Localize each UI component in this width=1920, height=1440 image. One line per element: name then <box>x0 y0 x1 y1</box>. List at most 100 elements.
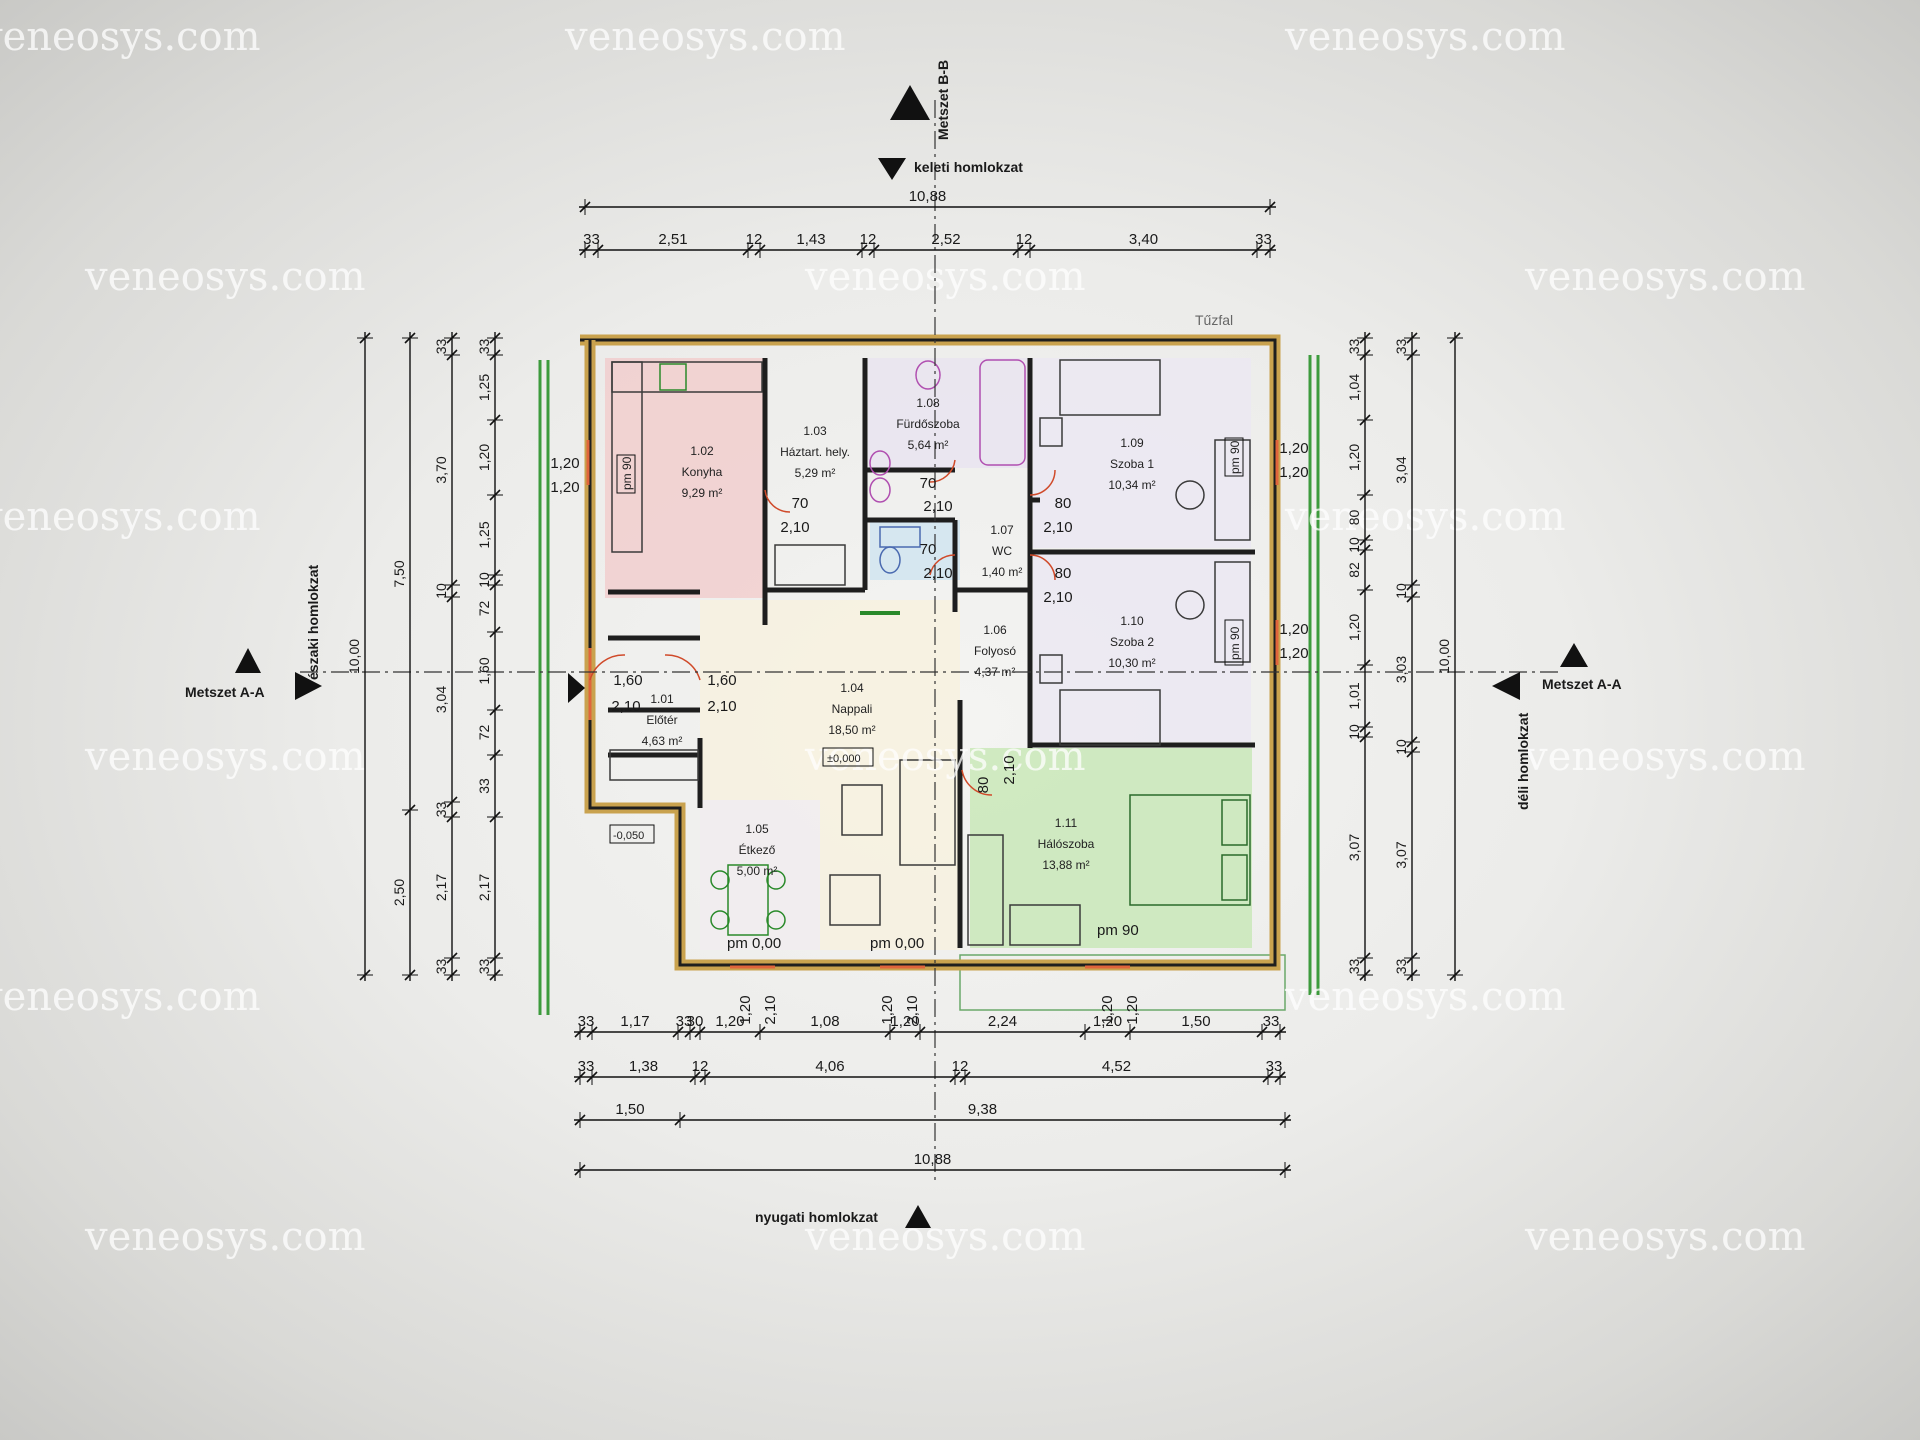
outer-wall-line <box>580 338 1277 967</box>
svg-text:1.05: 1.05 <box>745 822 769 836</box>
svg-text:70: 70 <box>920 541 937 558</box>
svg-text:1,20: 1,20 <box>550 479 579 496</box>
armchair <box>829 874 881 926</box>
svg-text:10,34 m²: 10,34 m² <box>1108 478 1155 492</box>
dining-fill <box>700 800 820 950</box>
room-1-01: 1.01 Előtér 4,63 m² <box>642 692 683 748</box>
bathtub <box>979 359 1026 466</box>
bed-szoba2 <box>1059 689 1161 746</box>
dim-bottom-row1-label: 1,20 <box>890 1013 919 1030</box>
dim-bottom-row2-label: 4,06 <box>815 1058 844 1075</box>
dim-bottom-row1-label: 1,50 <box>1181 1013 1210 1030</box>
facade-frame <box>538 355 1320 1015</box>
desk-szoba2 <box>1214 561 1251 663</box>
bed-szoba1 <box>1059 359 1161 416</box>
svg-text:2,10: 2,10 <box>1001 755 1018 784</box>
wc-fill <box>870 520 960 580</box>
watermark-8: veneosys.com <box>1284 494 1566 540</box>
svg-text:1.04: 1.04 <box>840 681 864 695</box>
svg-text:4,37 m²: 4,37 m² <box>975 665 1016 679</box>
dim-bottom-row3-label: 9,38 <box>968 1101 997 1118</box>
dim-top-total-label: 10,88 <box>909 188 947 205</box>
desk-szoba1 <box>1214 439 1251 541</box>
dim-bottom-row2-label: 4,52 <box>1102 1058 1131 1075</box>
room-1-06: 1.06 Folyosó 4,37 m² <box>974 623 1016 679</box>
watermark-5: veneosys.com <box>804 254 1086 300</box>
section-bb-label: Metszet B-B <box>935 60 951 140</box>
dim-top-segments-label: 12 <box>1016 231 1033 248</box>
dim-left-col4-label: 1,25 <box>476 521 492 548</box>
svg-text:2,10: 2,10 <box>707 698 736 715</box>
dim-bottom-row1-label: 1,20 <box>715 1013 744 1030</box>
svg-text:1.02: 1.02 <box>690 444 714 458</box>
svg-text:2,10: 2,10 <box>1043 519 1072 536</box>
door-labels: 70 2,10 70 2,10 80 2,10 70 2,10 80 2,10 … <box>611 475 1072 793</box>
room-1-03: 1.03 Háztart. hely. 5,29 m² <box>780 424 850 480</box>
svg-text:WC: WC <box>992 544 1012 558</box>
dim-left-col4-label: 72 <box>476 601 492 617</box>
svg-text:5,00 m²: 5,00 m² <box>737 864 778 878</box>
dim-bottom-row2-label: 33 <box>578 1058 595 1075</box>
section-aa-left-arrow-right <box>295 672 322 700</box>
dim-left-col4-label: 33 <box>476 339 492 355</box>
dim-bottom-row1-label: 33 <box>676 1013 693 1030</box>
dim-right-outer-label: 10,00 <box>1436 639 1452 674</box>
dim-left-outer-label: 10,00 <box>346 639 362 674</box>
level-outside: -0,050 <box>613 830 644 842</box>
watermark-4: veneosys.com <box>84 254 366 300</box>
watermark-15: veneosys.com <box>804 1214 1086 1260</box>
watermark-7: veneosys.com <box>0 494 261 540</box>
svg-text:2,10: 2,10 <box>611 698 640 715</box>
svg-text:2,10: 2,10 <box>780 519 809 536</box>
dim-top-segments-label: 1,43 <box>796 231 825 248</box>
dim-left-col3-label: 33 <box>433 802 449 818</box>
svg-text:5,64 m²: 5,64 m² <box>908 438 949 452</box>
dim-top-segments-label: 33 <box>583 231 600 248</box>
watermark-6: veneosys.com <box>1524 254 1806 300</box>
watermark-2: veneosys.com <box>564 14 846 60</box>
dim-right-col2-label: 3,04 <box>1393 456 1409 483</box>
svg-text:Háztart. hely.: Háztart. hely. <box>780 445 850 459</box>
shoe-cabinet <box>609 749 699 781</box>
pm-90-kitchen: pm 90 <box>620 456 634 490</box>
door-swings <box>589 459 1056 796</box>
dim-bottom-row1-label: 33 <box>578 1013 595 1030</box>
dim-bottom-row2-label: 33 <box>1266 1058 1283 1075</box>
dim-bottom-row1-label: 1,20 <box>1093 1013 1122 1030</box>
west-facade-arrow <box>905 1205 931 1228</box>
east-facade-label: keleti homlokzat <box>914 159 1023 175</box>
pm-90-szoba2: pm 90 <box>1228 626 1242 660</box>
dim-right-col1-label: 1,20 <box>1346 614 1362 641</box>
svg-text:1.08: 1.08 <box>916 396 940 410</box>
dim-left-col4-label: 1,60 <box>476 657 492 684</box>
watermark-14: veneosys.com <box>84 1214 366 1260</box>
dim-bottom-row2-label: 12 <box>952 1058 969 1075</box>
dim-top-segments-label: 2,51 <box>658 231 687 248</box>
coffee-table <box>841 784 883 836</box>
dim-bottom-row3-label: 1,50 <box>615 1101 644 1118</box>
dim-right-col1-label: 10 <box>1346 724 1362 740</box>
dining-table <box>727 864 769 936</box>
svg-text:Előtér: Előtér <box>646 713 677 727</box>
window-labels: 1,20 1,20 1,20 1,20 1,20 1,20 1,20 2,10 … <box>550 440 1308 1025</box>
dim-left-col3-label: 3,70 <box>433 456 449 483</box>
dim-left-col2-label: 2,50 <box>391 879 407 906</box>
dim-right-col1-label: 3,07 <box>1346 834 1362 861</box>
double-bed <box>1129 794 1251 906</box>
svg-text:1.01: 1.01 <box>650 692 674 706</box>
kitchen-fill <box>605 358 765 598</box>
pm-90-szoba1: pm 90 <box>1228 440 1242 474</box>
dim-left-col4-label: 72 <box>476 725 492 741</box>
watermark-11: veneosys.com <box>1524 734 1806 780</box>
svg-text:4,63 m²: 4,63 m² <box>642 734 683 748</box>
room-1-08: 1.08 Fürdőszoba 5,64 m² <box>896 396 960 452</box>
south-facade-label: déli homlokzat <box>1515 712 1531 810</box>
pm-90-bottom: pm 90 <box>1097 922 1139 939</box>
sofa <box>899 759 956 866</box>
dim-bottom-row1-label: 33 <box>1263 1013 1280 1030</box>
dim-left-col4-label: 1,20 <box>476 444 492 471</box>
dim-right-col1-label: 10 <box>1346 537 1362 553</box>
svg-text:1,60: 1,60 <box>707 672 736 689</box>
svg-text:9,29 m²: 9,29 m² <box>682 486 723 500</box>
watermarks: veneosys.com veneosys.com veneosys.com v… <box>0 14 1806 1260</box>
